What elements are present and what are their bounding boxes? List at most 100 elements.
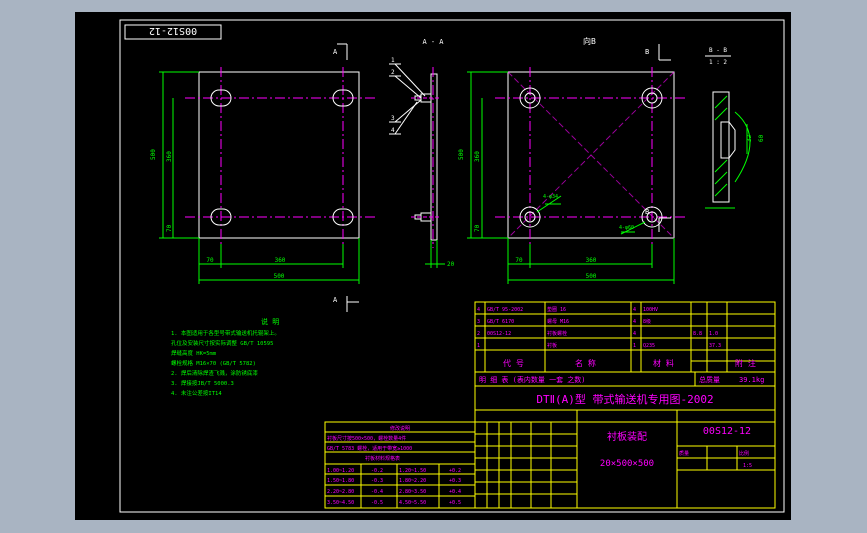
parts-cell: 垫圈 16	[547, 306, 566, 313]
dim-bb-1: 32	[746, 134, 753, 142]
title-drawing-code: 00S12-12	[703, 426, 751, 437]
revision-grid-cell: 4.50~5.50	[399, 500, 426, 506]
plate-cross-section	[712, 91, 730, 203]
parts-summary-left: 明 细 表 (表内数量 一套 之数)	[479, 375, 586, 384]
revision-grid-cell: 2.80~3.50	[399, 489, 426, 495]
notes-title: 说 明	[261, 317, 279, 326]
section-marker-a	[337, 43, 359, 312]
section-aa-label: A - A	[422, 38, 444, 46]
mounting-slot	[210, 89, 232, 107]
section-marker-b-bottom: B	[645, 208, 649, 216]
section-bb-scale: 1 : 2	[709, 59, 727, 66]
title-weight-label: 质量	[679, 450, 689, 457]
revision-grid-cell: +0.5	[449, 500, 461, 506]
revision-row: GB/T 5783 螺栓，适用于带宽≥1000	[327, 445, 412, 452]
revision-grid-cell: +0.2	[449, 468, 461, 474]
technical-notes: 说 明 1. 本图适用于各型号带式输送机托辊架上。 孔位及安装尺寸按实际调整 G…	[171, 317, 280, 397]
notes-line: 孔位及安装尺寸按实际调整 GB/T 10595	[171, 339, 273, 347]
parts-cell: 37.3	[709, 343, 721, 349]
notes-line: 焊缝高度 HK=5mm	[171, 349, 217, 357]
section-bb-view: B - B 1 : 2 32 60	[705, 47, 765, 209]
dim-right-bottom: 70	[474, 224, 481, 232]
revision-grid-cell: 3.50~4.50	[327, 500, 354, 506]
parts-summary-weight: 39.1kg	[739, 376, 764, 384]
bolt-head	[641, 206, 663, 228]
title-scale-value: 1:5	[743, 463, 752, 469]
view-b: 向B	[458, 36, 687, 284]
parts-cell: 2	[477, 331, 480, 337]
revision-table: 修改说明 衬板尺寸按500×500，螺栓数量4件 GB/T 5783 螺栓，适用…	[324, 421, 476, 509]
notes-line: 螺栓规格 M16×70 (GB/T 5782)	[171, 359, 256, 367]
section-marker-a-bottom: A	[333, 296, 338, 304]
parts-cell: 00S12-12	[487, 331, 511, 337]
parts-cell: 8.8	[693, 331, 702, 337]
revision-grid-cell: -0.4	[371, 489, 383, 495]
revision-grid-cell: 1.00~1.20	[327, 468, 354, 474]
balloon-4: 4	[391, 127, 395, 134]
parts-cell: GB/T 95-2002	[487, 307, 523, 313]
dim-bb-2: 60	[758, 134, 765, 142]
revision-grid-cell: +0.4	[449, 489, 461, 495]
parts-cell: 4	[633, 307, 636, 313]
bolt-head	[641, 87, 663, 109]
dim-left-height: 500	[150, 149, 157, 160]
notes-line: 4. 未注公差按IT14	[171, 389, 222, 397]
revision-row: 衬板尺寸按500×500，螺栓数量4件	[327, 435, 406, 442]
dim-right-hole-span: 360	[586, 257, 597, 264]
section-marker-b	[658, 44, 671, 232]
hole-note-1: 4-φ34	[543, 194, 558, 200]
parts-header-code: 代 号	[503, 358, 524, 368]
section-bb-label: B - B	[709, 47, 727, 54]
revision-grid-cell: 1.80~2.20	[399, 478, 426, 484]
section-marker-a-top: A	[333, 48, 338, 56]
dim-right-edge: 70	[515, 257, 523, 264]
parts-summary-weight-label: 总质量	[699, 375, 720, 384]
revision-grid-cell: 1.50~1.80	[327, 478, 354, 484]
view-b-label: 向B	[583, 36, 596, 46]
balloon-1: 1	[391, 57, 395, 64]
mounting-slot	[332, 208, 354, 226]
notes-line: 1. 本图适用于各型号带式输送机托辊架上。	[171, 329, 280, 337]
dim-right-hole-height: 360	[474, 151, 481, 162]
rear-plate-outline	[507, 71, 675, 239]
drawing-frame	[119, 19, 785, 513]
parts-header-material: 材 料	[653, 358, 674, 368]
title-drawing-name: 衬板装配	[607, 430, 647, 443]
mounting-slot	[332, 89, 354, 107]
parts-cell: Q235	[643, 343, 655, 349]
revision-grid-cell: -0.2	[371, 468, 383, 474]
section-marker-b-top: B	[645, 48, 649, 56]
plate-section	[430, 73, 438, 241]
parts-cell: 4	[477, 307, 480, 313]
bolt-hole	[646, 92, 658, 104]
parts-cell: 3	[477, 319, 480, 325]
bolt-hole	[524, 211, 536, 223]
revision-row: 衬板材料规格表	[365, 455, 400, 462]
bolt-hole	[646, 211, 658, 223]
dim-left-hole-height: 360	[166, 151, 173, 162]
revision-grid-cell: +0.3	[449, 478, 461, 484]
bolt-hole	[524, 92, 536, 104]
dim-right-height: 500	[458, 149, 465, 160]
parts-cell: 8级	[643, 318, 651, 325]
parts-cell: GB/T 6170	[487, 319, 514, 325]
revision-title: 修改说明	[390, 425, 410, 432]
dim-thickness: 20	[447, 261, 455, 268]
title-spec: 20×500×500	[600, 459, 654, 469]
parts-cell: 4	[633, 319, 636, 325]
drawing-number-tag: 00S12-12	[124, 24, 222, 40]
title-scale-label: 比例	[739, 450, 749, 457]
dim-left-width: 500	[274, 273, 285, 280]
parts-header-name: 名 称	[575, 358, 596, 368]
parts-cell: 1.0	[709, 331, 718, 337]
dim-left-edge: 70	[206, 257, 214, 264]
title-product: DTⅡ(A)型 带式输送机专用图-2002	[536, 392, 713, 406]
bolt-head	[519, 206, 541, 228]
mounting-slot	[210, 208, 232, 226]
revision-grid-cell: 2.20~2.80	[327, 489, 354, 495]
section-aa-view: A - A 1 2 3 4 2	[389, 38, 455, 268]
parts-cell: 1	[633, 343, 636, 349]
drawing-sheet: 00S12-12 500 360 70 500	[75, 12, 791, 520]
balloon-3: 3	[391, 115, 395, 122]
parts-cell: 100HV	[643, 307, 658, 313]
